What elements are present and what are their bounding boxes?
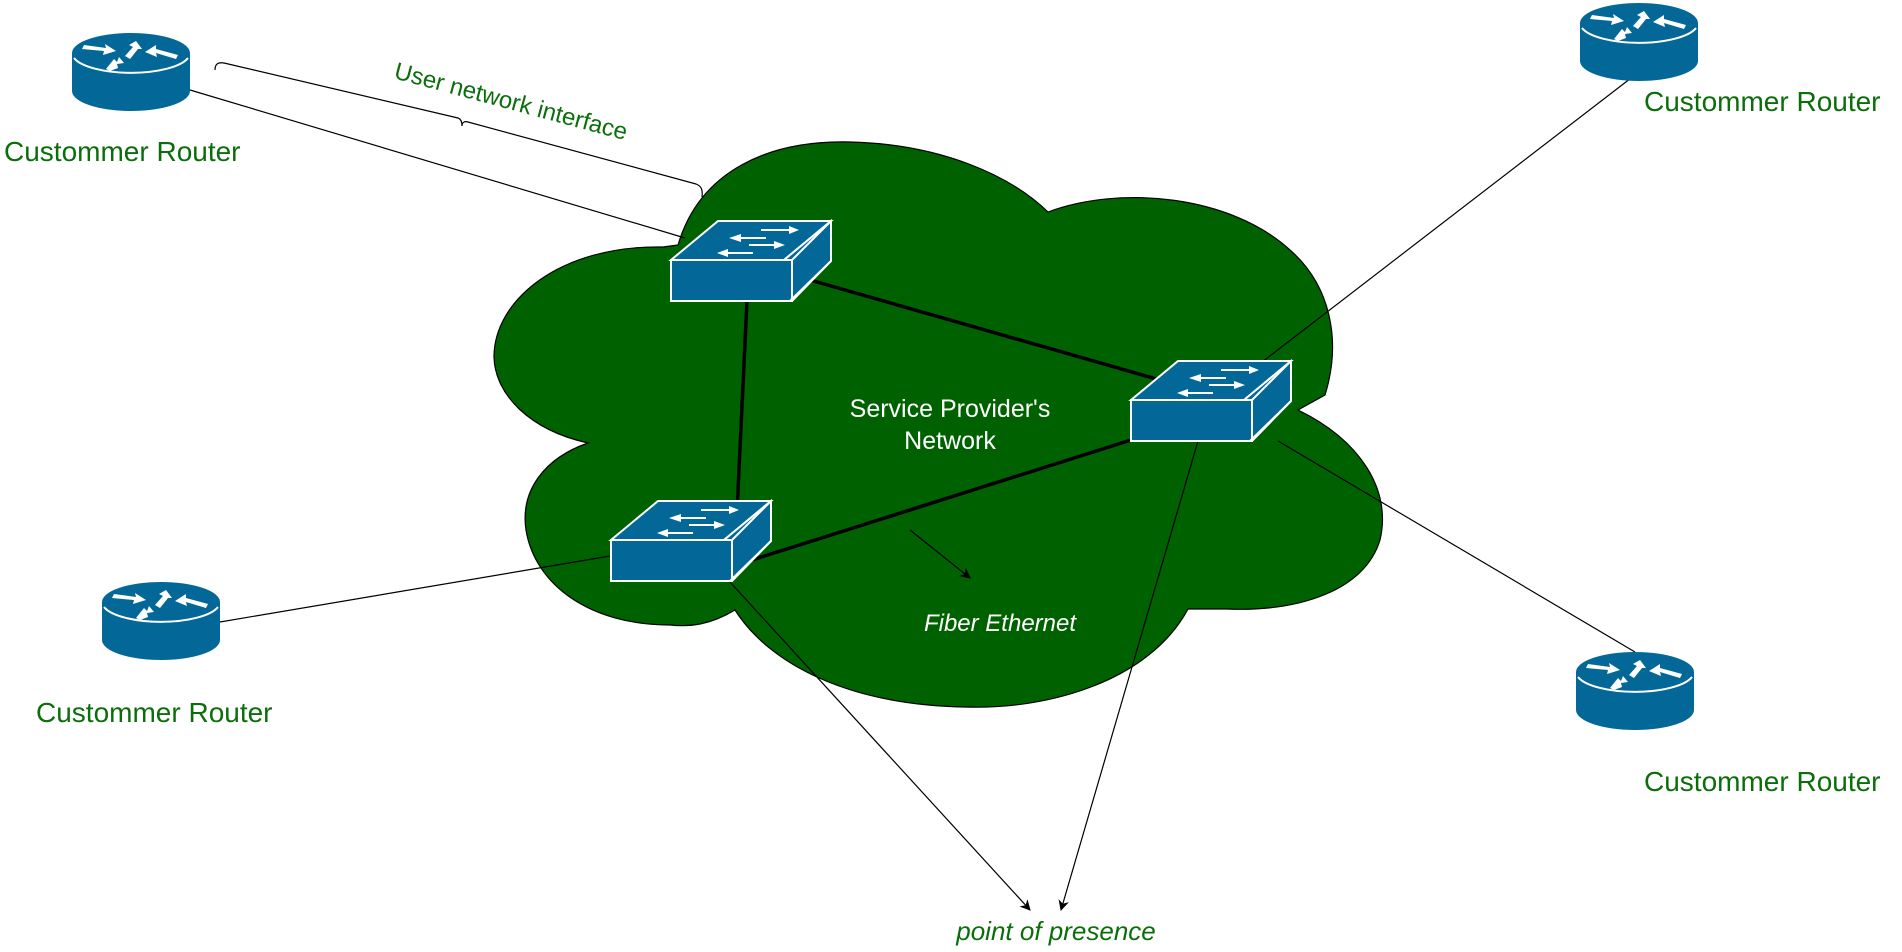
router-bottom-left-label: Custommer Router [36,697,273,728]
router-top-left-label: Custommer Router [4,136,241,167]
router-bottom-right-label: Custommer Router [1644,766,1881,797]
router-bottom-right-icon[interactable] [1575,651,1695,731]
router-bottom-left-icon[interactable] [101,581,221,661]
router-top-right-icon[interactable] [1579,2,1699,82]
link-router-top-right-switch-right [1261,74,1636,363]
uni-brace [214,62,703,198]
uni-label: User network interface [391,58,630,146]
fiber-ethernet-label: Fiber Ethernet [924,610,1077,637]
cloud-label-line1: Service Provider's [850,395,1051,423]
fiber-link-top-bottom-left [735,300,749,513]
pop-arrow-left [729,581,1031,911]
fiber-ethernet-arrow [909,529,971,579]
link-router-top-left-switch-top [189,89,686,239]
router-top-right-label: Custommer Router [1644,86,1881,117]
pop-arrow-right [1058,440,1199,912]
cloud-label-line2: Network [904,427,996,455]
fiber-link-bottom-left-right [751,438,1132,562]
link-router-bottom-left-switch-bottom-left [219,555,611,623]
fiber-link-top-right [809,278,1161,382]
link-router-bottom-right-switch-right [1277,440,1636,653]
router-top-left-icon[interactable] [71,32,191,112]
point-of-presence-label: point of presence [955,916,1155,946]
